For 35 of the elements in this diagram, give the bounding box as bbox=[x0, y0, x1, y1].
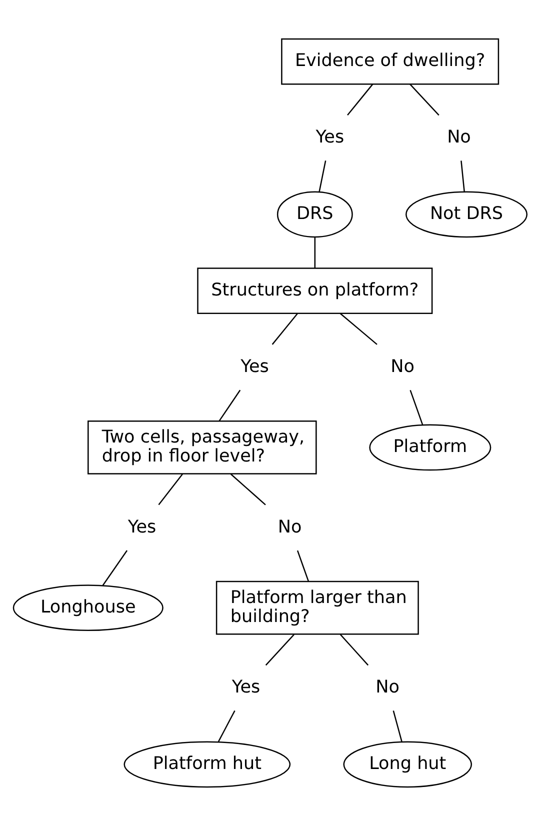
node-text: Yes bbox=[232, 677, 260, 698]
connector bbox=[218, 710, 236, 742]
node-ellipse: Platform bbox=[369, 424, 492, 470]
connector bbox=[158, 473, 183, 505]
node-ellipse: Long hut bbox=[343, 740, 472, 788]
node-text: No bbox=[390, 356, 415, 376]
connector bbox=[340, 634, 369, 666]
node-ellipse: Platform hut bbox=[124, 740, 291, 788]
connector bbox=[318, 160, 326, 192]
node-box: Evidence of dwelling? bbox=[281, 38, 500, 84]
connector bbox=[265, 634, 294, 666]
node-text: No bbox=[376, 677, 400, 698]
node-text: Yes bbox=[128, 516, 156, 537]
connector bbox=[218, 389, 241, 421]
connector bbox=[296, 550, 310, 581]
node-ellipse: DRS bbox=[276, 190, 353, 238]
node-ellipse: Longhouse bbox=[12, 584, 164, 630]
node-box: Structures on platform? bbox=[197, 267, 433, 314]
connector bbox=[102, 550, 128, 586]
node-text: Yes bbox=[240, 356, 269, 376]
connector bbox=[410, 83, 440, 116]
connector bbox=[392, 710, 402, 742]
connector bbox=[272, 312, 298, 344]
connector bbox=[314, 236, 316, 268]
node-box: Platform larger than building? bbox=[216, 580, 419, 634]
node-text: No bbox=[447, 127, 471, 148]
connector bbox=[460, 160, 465, 192]
connector bbox=[230, 473, 266, 505]
connector bbox=[340, 312, 378, 344]
node-ellipse: Not DRS bbox=[406, 190, 528, 238]
connector bbox=[347, 83, 374, 116]
node-box: Two cells, passageway, drop in floor level? bbox=[88, 420, 317, 474]
node-text: Yes bbox=[316, 127, 344, 148]
node-text: No bbox=[278, 516, 302, 537]
connector bbox=[410, 389, 424, 424]
